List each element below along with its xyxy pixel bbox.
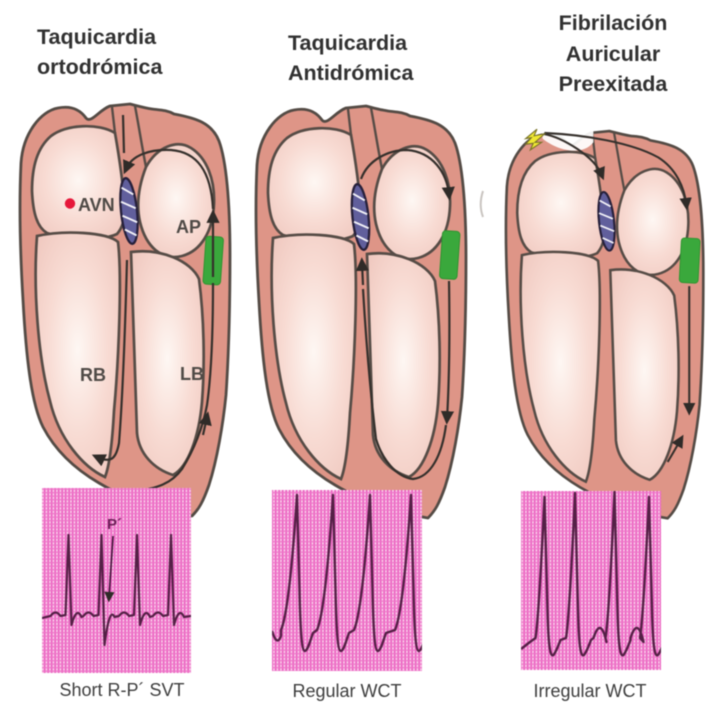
svg-text:AP: AP: [176, 217, 201, 237]
svg-text:Antidrómica: Antidrómica: [288, 61, 414, 85]
svg-text:RB: RB: [80, 365, 106, 385]
svg-text:Preexitada: Preexitada: [559, 72, 669, 96]
svg-text:P´: P´: [107, 516, 122, 533]
svg-text:AVN: AVN: [78, 195, 115, 215]
svg-text:Taquicardia: Taquicardia: [288, 31, 408, 55]
svg-text:Regular WCT: Regular WCT: [292, 681, 401, 701]
svg-text:ortodrómica: ortodrómica: [37, 55, 163, 79]
svg-text:Short R-P´ SVT: Short R-P´ SVT: [59, 680, 184, 700]
svg-text:Irregular WCT: Irregular WCT: [533, 681, 646, 701]
svg-text:Auricular: Auricular: [566, 42, 661, 66]
svg-text:Fibrilación: Fibrilación: [559, 11, 668, 35]
svg-text:Taquicardia: Taquicardia: [37, 25, 157, 49]
svg-text:LB: LB: [180, 364, 204, 384]
